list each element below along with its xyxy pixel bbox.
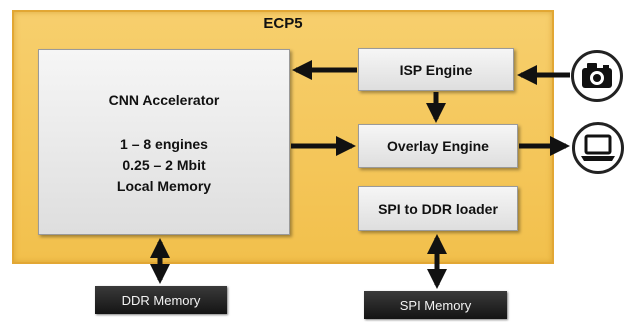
- camera-icon: [571, 50, 623, 102]
- cnn-spec-memory-size: 0.25 – 2 Mbit: [122, 157, 206, 173]
- cnn-accelerator-title: CNN Accelerator: [108, 92, 220, 108]
- spi-memory-block: SPI Memory: [364, 291, 507, 319]
- cnn-spec-engines: 1 – 8 engines: [120, 136, 208, 152]
- overlay-engine-label: Overlay Engine: [387, 138, 489, 154]
- spi-to-ddr-loader-block: SPI to DDR loader: [358, 186, 518, 231]
- cnn-accelerator-specs: 1 – 8 engines 0.25 – 2 Mbit Local Memory: [39, 134, 289, 197]
- ddr-memory-label: DDR Memory: [121, 292, 201, 308]
- spi-memory-label: SPI Memory: [399, 297, 472, 313]
- cnn-spec-local-memory: Local Memory: [116, 178, 212, 194]
- spi-to-ddr-loader-label: SPI to DDR loader: [378, 200, 498, 217]
- isp-engine-label: ISP Engine: [399, 61, 473, 78]
- laptop-icon: [572, 122, 624, 174]
- cnn-accelerator-block: CNN Accelerator 1 – 8 engines 0.25 – 2 M…: [38, 49, 290, 235]
- isp-engine-block: ISP Engine: [358, 48, 514, 91]
- ecp5-title: ECP5: [263, 15, 303, 32]
- ddr-memory-block: DDR Memory: [95, 286, 227, 314]
- overlay-engine-block: Overlay Engine: [358, 124, 518, 168]
